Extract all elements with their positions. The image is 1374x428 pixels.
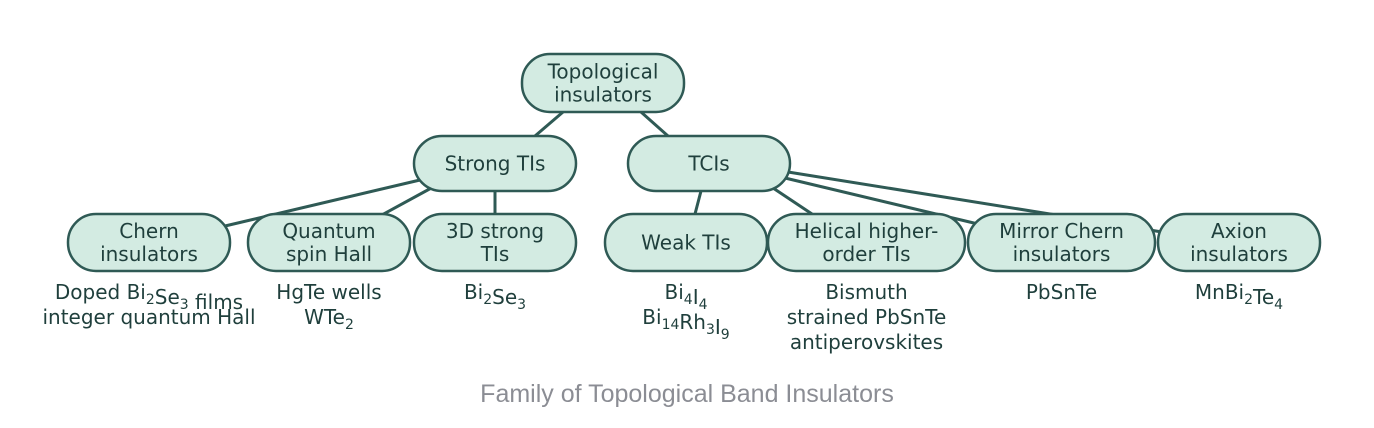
example-helical-line: Bismuth: [825, 280, 907, 304]
example-mirror-line: PbSnTe: [1026, 280, 1097, 304]
node-axion-box: [1156, 212, 1322, 273]
example-helical-line: antiperovskites: [790, 330, 943, 354]
node-root-box: [520, 52, 686, 114]
edge-tci-to-helical: [769, 184, 813, 216]
node-mirror-label-line: Mirror Chern: [999, 219, 1124, 243]
node-axion-label-line: insulators: [1190, 242, 1288, 266]
edge-strong-to-chern: [224, 178, 421, 228]
example-qsh-line: WTe2: [304, 305, 354, 333]
node-helical-box: [766, 212, 967, 273]
node-qsh-label-line: Quantum: [282, 219, 375, 243]
example-chern-line: integer quantum Hall: [42, 305, 255, 329]
node-qsh-label-line: spin Hall: [286, 242, 372, 266]
edge-root-to-tci: [640, 110, 669, 138]
node-root-label-line: Topological: [547, 60, 659, 84]
node-strong-label-line: Strong TIs: [445, 152, 546, 176]
node-tci-box: [626, 134, 792, 193]
edge-tci-to-weak: [693, 190, 703, 215]
example-qsh-line: HgTe wells: [276, 280, 381, 304]
node-chern-label-line: Chern: [119, 219, 179, 243]
node-strong3d-label-line: 3D strong: [446, 219, 544, 243]
node-weak-label-line: Weak TIs: [641, 231, 731, 255]
node-mirror-box: [966, 212, 1157, 273]
node-strong3d-label-line: TIs: [480, 242, 510, 266]
node-qsh-box: [246, 212, 412, 273]
figure-caption: Family of Topological Band Insulators: [480, 380, 894, 408]
example-chern-line: Doped Bi2Se3 films: [55, 280, 243, 314]
node-mirror-label-line: insulators: [1013, 242, 1111, 266]
node-tci: TCIs: [626, 134, 792, 193]
node-chern-box: [66, 212, 232, 273]
example-strong3d-line: Bi2Se3: [464, 280, 526, 313]
node-strong3d-box: [412, 212, 578, 273]
node-axion-label-line: Axion: [1211, 219, 1267, 243]
node-helical-label-line: order TIs: [822, 242, 910, 266]
example-weak-line: Bi4I4: [664, 280, 707, 313]
node-chern-label-line: insulators: [100, 242, 198, 266]
node-helical: Helical higher-order TIs: [766, 212, 967, 273]
node-strong-box: [412, 134, 578, 193]
example-helical-line: strained PbSnTe: [787, 305, 947, 329]
example-axion-line: MnBi2Te4: [1195, 280, 1283, 313]
edge-strong-to-qsh: [379, 184, 436, 218]
node-weak: Weak TIs: [603, 212, 769, 273]
node-helical-label-line: Helical higher-: [795, 219, 939, 243]
edge-root-to-strong: [534, 110, 564, 138]
node-root-label-line: insulators: [554, 83, 652, 107]
example-weak-line: Bi14Rh3I9: [642, 305, 729, 343]
node-strong: Strong TIs: [412, 134, 578, 193]
node-tci-label-line: TCIs: [687, 152, 729, 176]
